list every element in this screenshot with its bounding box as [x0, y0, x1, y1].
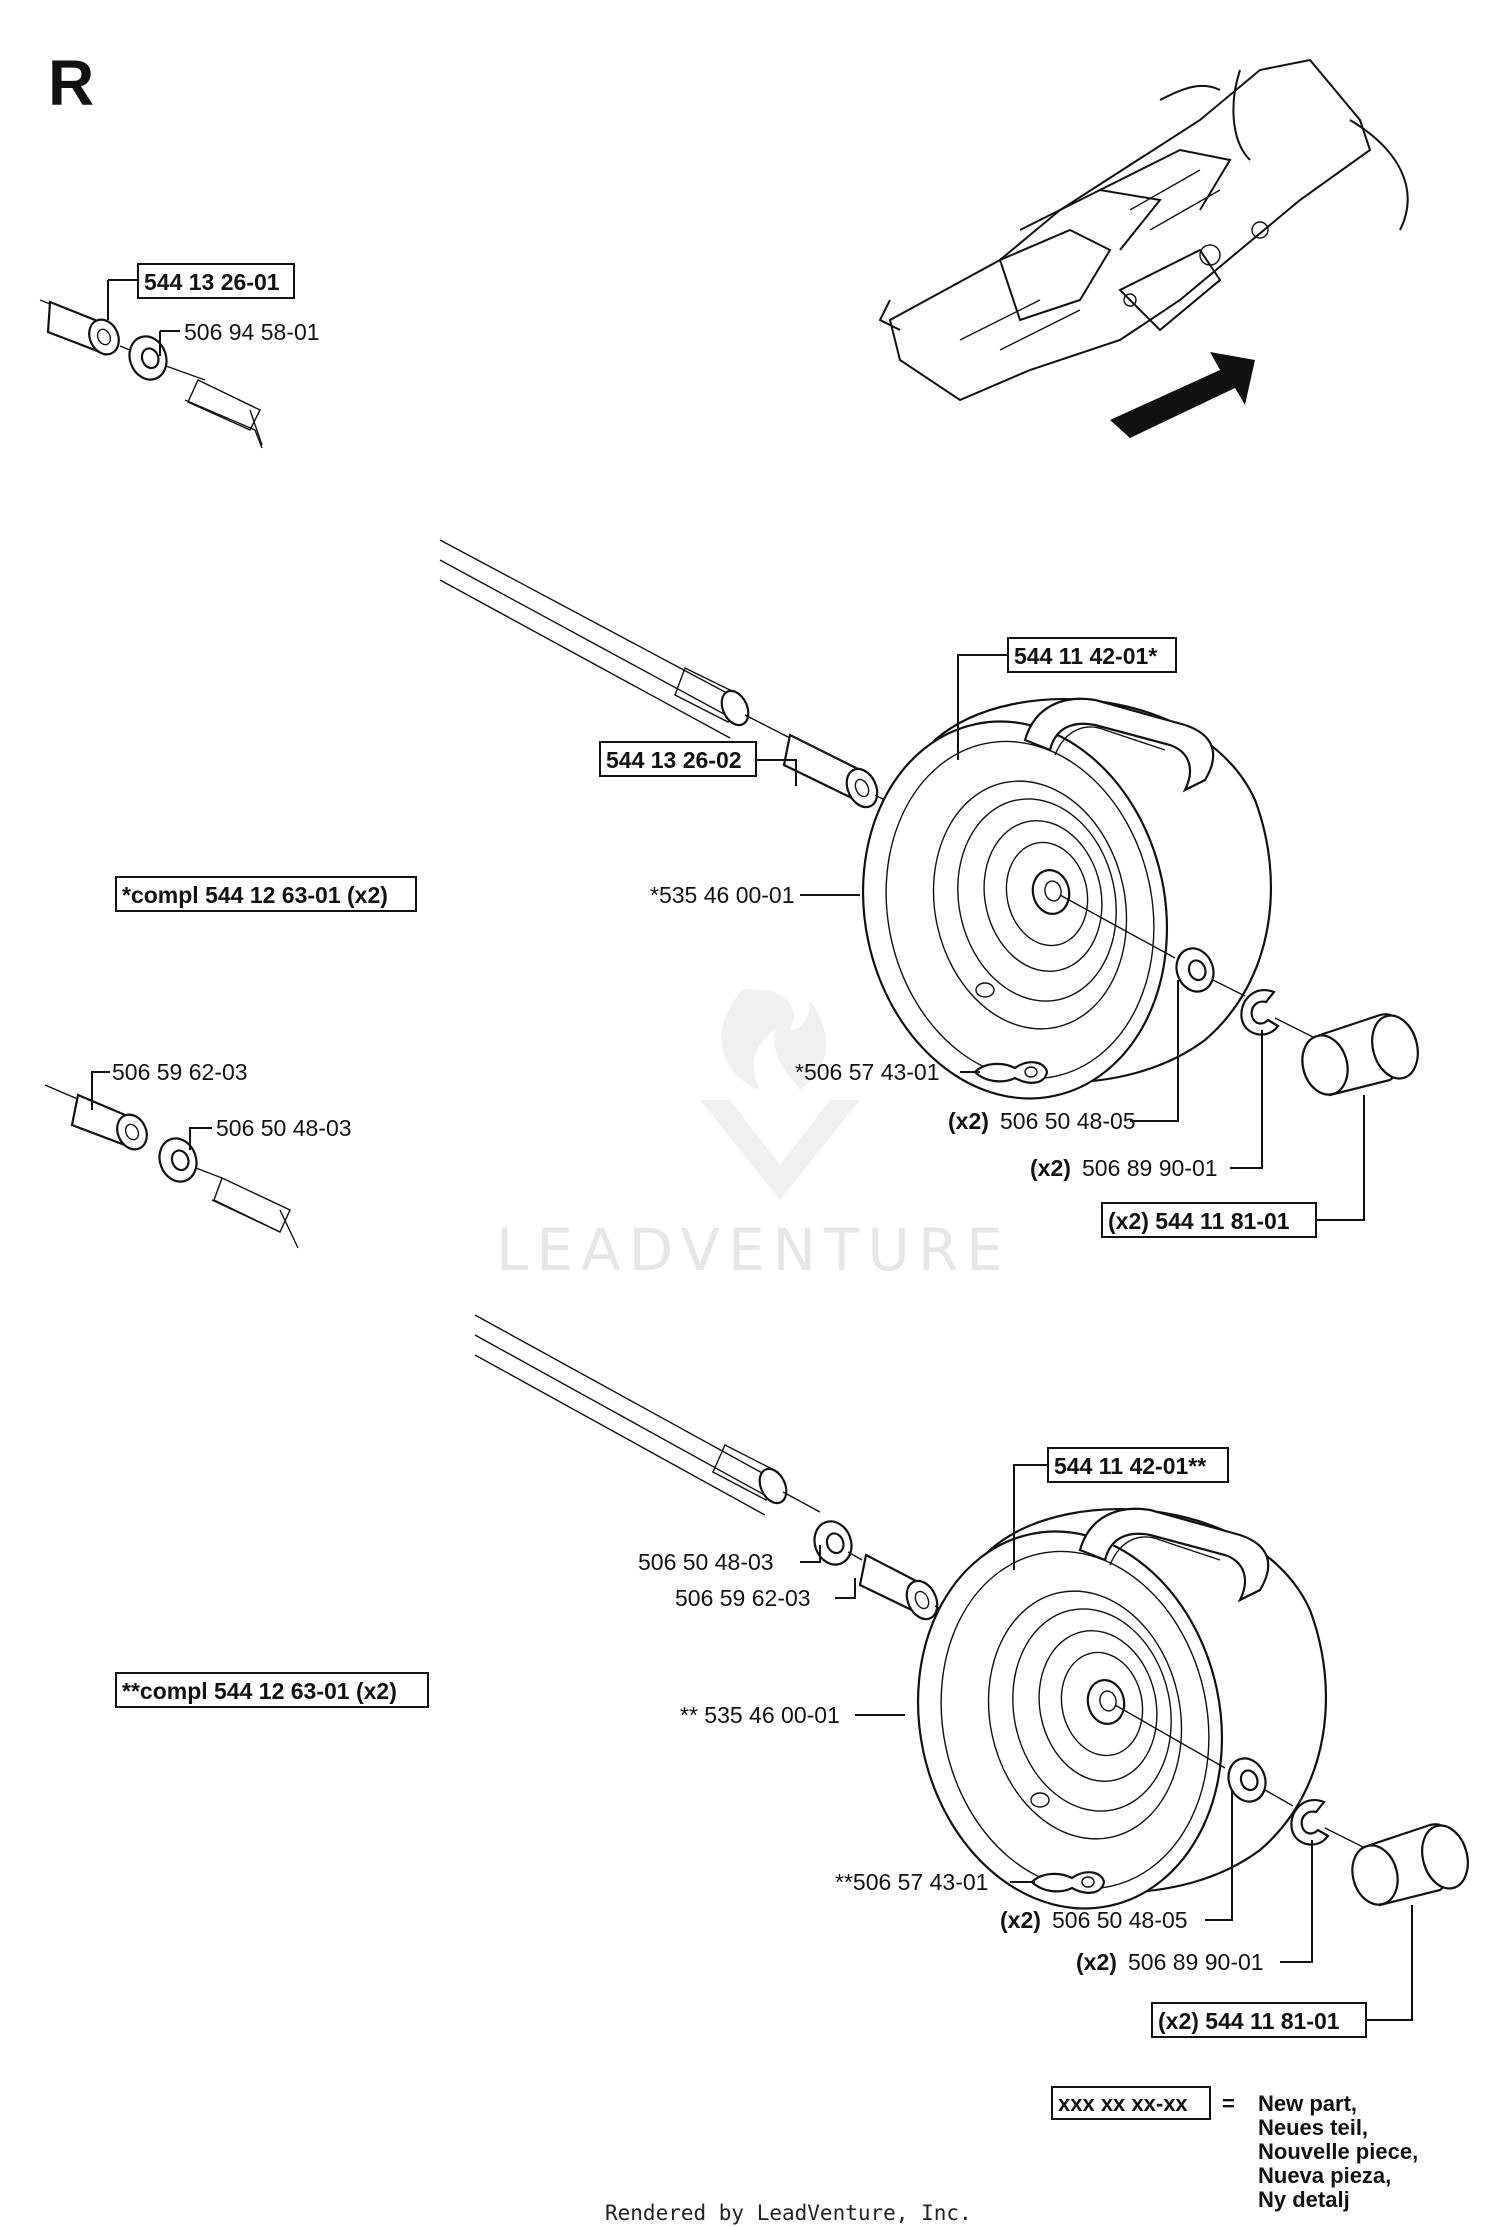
legend-line-4: Nueva pieza, [1258, 2163, 1391, 2188]
callout-506-50-48-05-a: 506 50 48-05 [1000, 1108, 1136, 1134]
legend-line-1: New part, [1258, 2091, 1357, 2116]
view-arrow [1110, 352, 1255, 438]
callout-506-57-43-01-a: *506 57 43-01 [795, 1059, 940, 1085]
callout-kit-a: *compl 544 12 63-01 (x2) [122, 882, 388, 908]
callout-544-11-81-01-a: (x2) 544 11 81-01 [1108, 1208, 1290, 1234]
callout-506-59-62-03-b: 506 59 62-03 [675, 1585, 811, 1611]
callout-535-46-00-01-b: ** 535 46 00-01 [680, 1702, 840, 1728]
callout-544-11-81-01-b: (x2) 544 11 81-01 [1158, 2008, 1340, 2034]
tractor-frame-thumbnail [878, 58, 1409, 438]
leadventure-logo [700, 989, 860, 1200]
callout-506-50-48-03-b: 506 50 48-03 [638, 1549, 774, 1575]
watermark: LEADVENTURE [496, 1216, 1011, 1284]
callout-535-46-00-01-a: *535 46 00-01 [650, 882, 795, 908]
callout-506-89-90-01-b: 506 89 90-01 [1128, 1949, 1264, 1975]
callout-qty-washer-a: (x2) [948, 1108, 989, 1134]
callout-544-13-26-01: 544 13 26-01 [144, 269, 280, 295]
legend-key: xxx xx xx-xx [1058, 2091, 1188, 2116]
callout-506-50-48-05-b: 506 50 48-05 [1052, 1907, 1188, 1933]
legend-line-2: Neues teil, [1258, 2115, 1368, 2140]
detail-top-left [39, 279, 263, 449]
callout-kit-b: **compl 544 12 63-01 (x2) [122, 1678, 397, 1704]
detail-mid-left [44, 1084, 299, 1249]
callout-506-50-48-03-left: 506 50 48-03 [216, 1115, 352, 1141]
legend-line-3: Nouvelle piece, [1258, 2139, 1418, 2164]
callout-544-11-42-01-b: 544 11 42-01** [1054, 1453, 1206, 1479]
wheel-assembly-a [439, 539, 1426, 1129]
callout-qty-washer-b: (x2) [1000, 1907, 1041, 1933]
legend-equals: = [1222, 2091, 1235, 2116]
legend-line-5: Ny detalj [1258, 2187, 1350, 2212]
callout-544-11-42-01-a: 544 11 42-01* [1014, 643, 1157, 669]
callout-544-13-26-02: 544 13 26-02 [606, 747, 742, 773]
callout-506-57-43-01-b: **506 57 43-01 [835, 1869, 988, 1895]
callout-506-89-90-01-a: 506 89 90-01 [1082, 1155, 1218, 1181]
callout-506-94-58-01: 506 94 58-01 [184, 319, 320, 345]
callout-qty-clip-b: (x2) [1076, 1949, 1117, 1975]
wheel-assembly-b [474, 1314, 1476, 1939]
callout-506-59-62-03-left: 506 59 62-03 [112, 1059, 248, 1085]
section-letter: R [48, 47, 94, 119]
callout-qty-clip-a: (x2) [1030, 1155, 1071, 1181]
footer-credit: Rendered by LeadVenture, Inc. [605, 2201, 972, 2225]
